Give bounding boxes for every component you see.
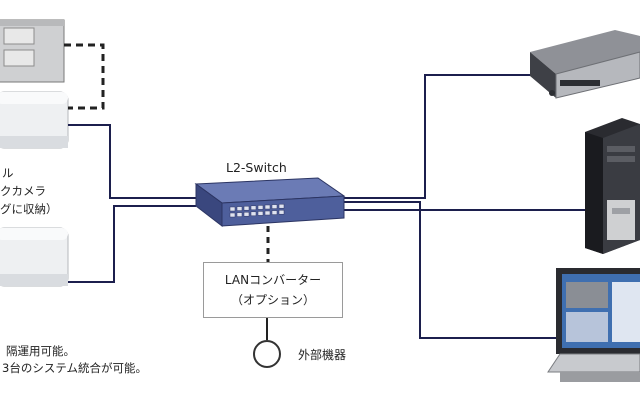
l2-switch-icon xyxy=(194,177,346,228)
camera-cables xyxy=(68,124,196,283)
switch-label: L2-Switch xyxy=(226,160,287,175)
caption-line: 3台のシステム統合が可能。 xyxy=(2,361,147,375)
camera-housing-icon xyxy=(0,91,69,149)
converter-subtitle: （オプション） xyxy=(230,293,315,307)
caption: 隔運用可能。 3台のシステム統合が可能。 xyxy=(0,343,147,377)
pc-tower-icon xyxy=(585,118,640,254)
recorder-unit-icon xyxy=(0,19,65,83)
camera-label-line: ル xyxy=(2,166,14,180)
camera-housing-icon xyxy=(0,227,69,287)
lan-converter-box: LANコンバーター （オプション） xyxy=(203,262,343,318)
converter-title: LANコンバーター xyxy=(224,273,322,287)
dashed-link xyxy=(64,43,105,110)
switch-cables xyxy=(342,74,590,339)
network-recorder-icon xyxy=(530,30,640,99)
camera-label-line: グに収納） xyxy=(0,202,58,216)
caption-line: 隔運用可能。 xyxy=(6,344,75,358)
external-device-icon xyxy=(253,340,281,368)
monitor-icon xyxy=(547,268,640,382)
camera-label-line: クカメラ xyxy=(0,184,46,198)
external-device-label: 外部機器 xyxy=(298,348,347,362)
